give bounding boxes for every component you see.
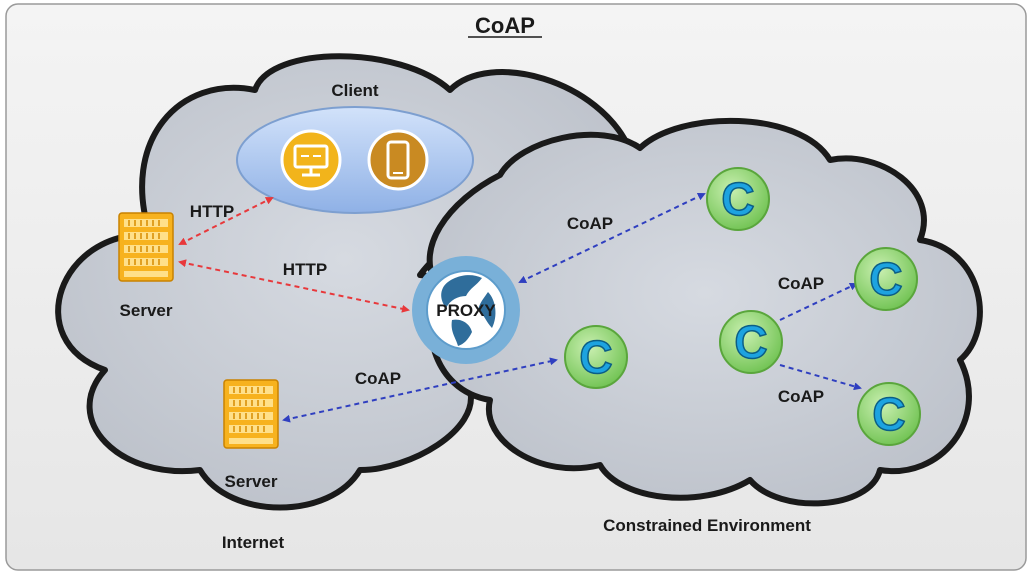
server-top-icon (118, 212, 174, 282)
server-top-label: Server (120, 301, 173, 320)
http-label-server-proxy: HTTP (283, 260, 327, 279)
http-arrow-server-client (178, 197, 274, 245)
coap-arrow-proxy-node (518, 192, 706, 284)
server-bottom-label: Server (225, 472, 278, 491)
proxy-node: PROXY (412, 256, 520, 364)
coap-arrow-server-node (282, 357, 558, 423)
smartphone-icon (367, 129, 429, 191)
constrained-environment-label: Constrained Environment (603, 516, 811, 535)
coap-label-proxy-node: CoAP (567, 214, 613, 233)
client-ellipse (236, 106, 474, 214)
coap-node-glyph: C (721, 173, 754, 225)
coap-node-right-top: C (854, 247, 918, 311)
coap-node-right-bottom: C (857, 382, 921, 446)
coap-node-glyph: C (579, 331, 612, 383)
coap-node-center-right: C (719, 310, 783, 374)
coap-arrow-node-right-bottom (779, 364, 862, 391)
coap-label-node-right-bottom: CoAP (778, 387, 824, 406)
coap-node-top: C (706, 167, 770, 231)
internet-label: Internet (222, 533, 285, 552)
coap-label-node-right-top: CoAP (778, 274, 824, 293)
coap-node-glyph: C (872, 388, 905, 440)
proxy-label: PROXY (436, 301, 496, 320)
coap-node-glyph: C (869, 253, 902, 305)
coap-node-glyph: C (734, 316, 767, 368)
coap-node-middle: C (564, 325, 628, 389)
http-arrow-server-proxy (178, 259, 410, 313)
diagram-title: CoAP (475, 13, 535, 38)
desktop-computer-icon (280, 129, 342, 191)
globe-icon (441, 275, 496, 346)
coap-label-server-node: CoAP (355, 369, 401, 388)
client-label: Client (331, 81, 379, 100)
server-bottom-icon (223, 379, 279, 449)
http-label-server-client: HTTP (190, 202, 234, 221)
